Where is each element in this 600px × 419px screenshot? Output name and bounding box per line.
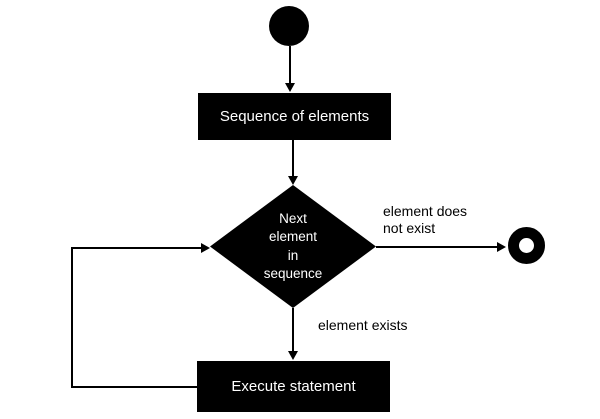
- edge-label-element-does-not-exist: element does not exist: [383, 203, 467, 237]
- process-execute-statement: Execute statement: [197, 361, 390, 412]
- edge-label-line: not exist: [383, 220, 436, 236]
- decision-label-line: element: [268, 229, 318, 244]
- edge-decision-to-end: [376, 242, 506, 252]
- edge-label-line: element does: [383, 203, 468, 219]
- edge-start-to-process1: [285, 46, 295, 92]
- arrowhead-down-icon: [288, 176, 298, 185]
- decision-label-line: sequence: [263, 266, 323, 281]
- decision-label-line: in: [287, 247, 299, 263]
- end-node: [508, 227, 545, 264]
- process-sequence-of-elements: Sequence of elements: [198, 93, 391, 140]
- arrowhead-right-icon: [497, 242, 506, 252]
- edge-label-element-exists: element exists: [318, 317, 408, 333]
- decision-label-line: Next: [279, 210, 307, 226]
- start-node: [269, 6, 309, 46]
- process-label: Sequence of elements: [219, 108, 370, 125]
- process-label: Execute statement: [231, 378, 356, 395]
- edge-process1-to-decision: [288, 140, 298, 185]
- arrowhead-down-icon: [288, 351, 298, 360]
- arrowhead-down-icon: [285, 83, 295, 92]
- arrowhead-right-icon: [201, 243, 210, 253]
- edge-decision-to-process2: [288, 308, 298, 360]
- edge-process2-loop-to-decision: [71, 243, 210, 388]
